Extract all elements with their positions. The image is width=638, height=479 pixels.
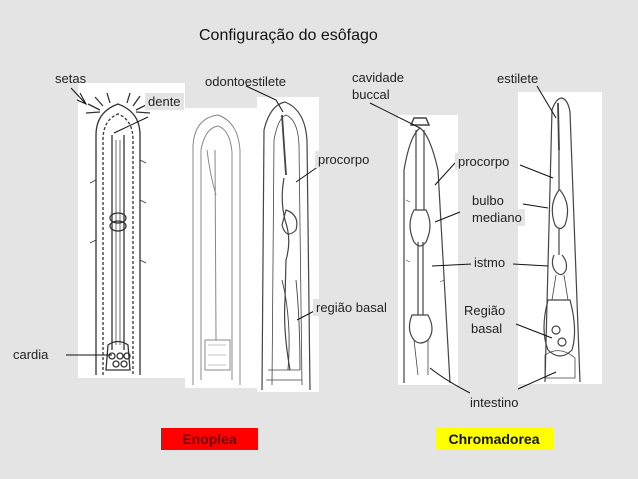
pointer-estilete [536,85,557,119]
label-procorpo-1: procorpo [315,151,373,168]
label-istmo: istmo [471,254,509,271]
specimen-chromadorea-2 [543,97,581,383]
label-odontoestilete: odontoestilete [205,74,286,89]
specimen-enoplea-1 [85,92,151,375]
page-title: Configuração do esôfago [199,27,378,44]
label-estilete: estilete [497,71,539,86]
label-procorpo-2: procorpo [455,153,513,170]
pointer-regiao-2 [515,323,553,339]
specimen-enoplea-2 [192,114,241,385]
label-cardia: cardia [10,346,52,363]
pointer-intestino [429,367,471,394]
pointer-intestino-2 [517,371,557,390]
label-setas: setas [55,71,87,86]
group-tag-chromadorea: Chromadorea [435,428,553,450]
label-basal: basal [468,320,506,337]
pointer-setas [70,87,87,105]
pointer-procorpo-2 [434,162,456,186]
specimen-enoplea-3 [261,101,311,391]
label-mediano: mediano [469,209,525,226]
pointer-istmo [431,263,473,267]
specimen-chromadorea-1 [403,117,451,384]
panel-chromadorea-2 [518,92,602,384]
pointer-lines [66,85,557,394]
pointer-dente [113,116,149,134]
label-regiao-basal: região basal [313,299,390,316]
pointer-bulbo-2 [522,203,549,209]
pointer-procorpo-3 [519,164,554,179]
label-regiao: Região [461,302,509,319]
label-bulbo: bulbo [469,192,507,209]
panel-enoplea-2 [185,108,257,388]
label-intestino: intestino [470,395,519,410]
label-dente: dente [145,93,184,110]
group-tag-enoplea: Enoplea [161,428,258,450]
pointer-cavidade [369,102,421,129]
pointer-bulbo [434,211,461,223]
label-cavidade: cavidade [352,70,405,85]
label-buccal: buccal [352,87,390,102]
pointer-odontoestilete [245,85,284,113]
pointer-istmo-2 [512,263,549,267]
